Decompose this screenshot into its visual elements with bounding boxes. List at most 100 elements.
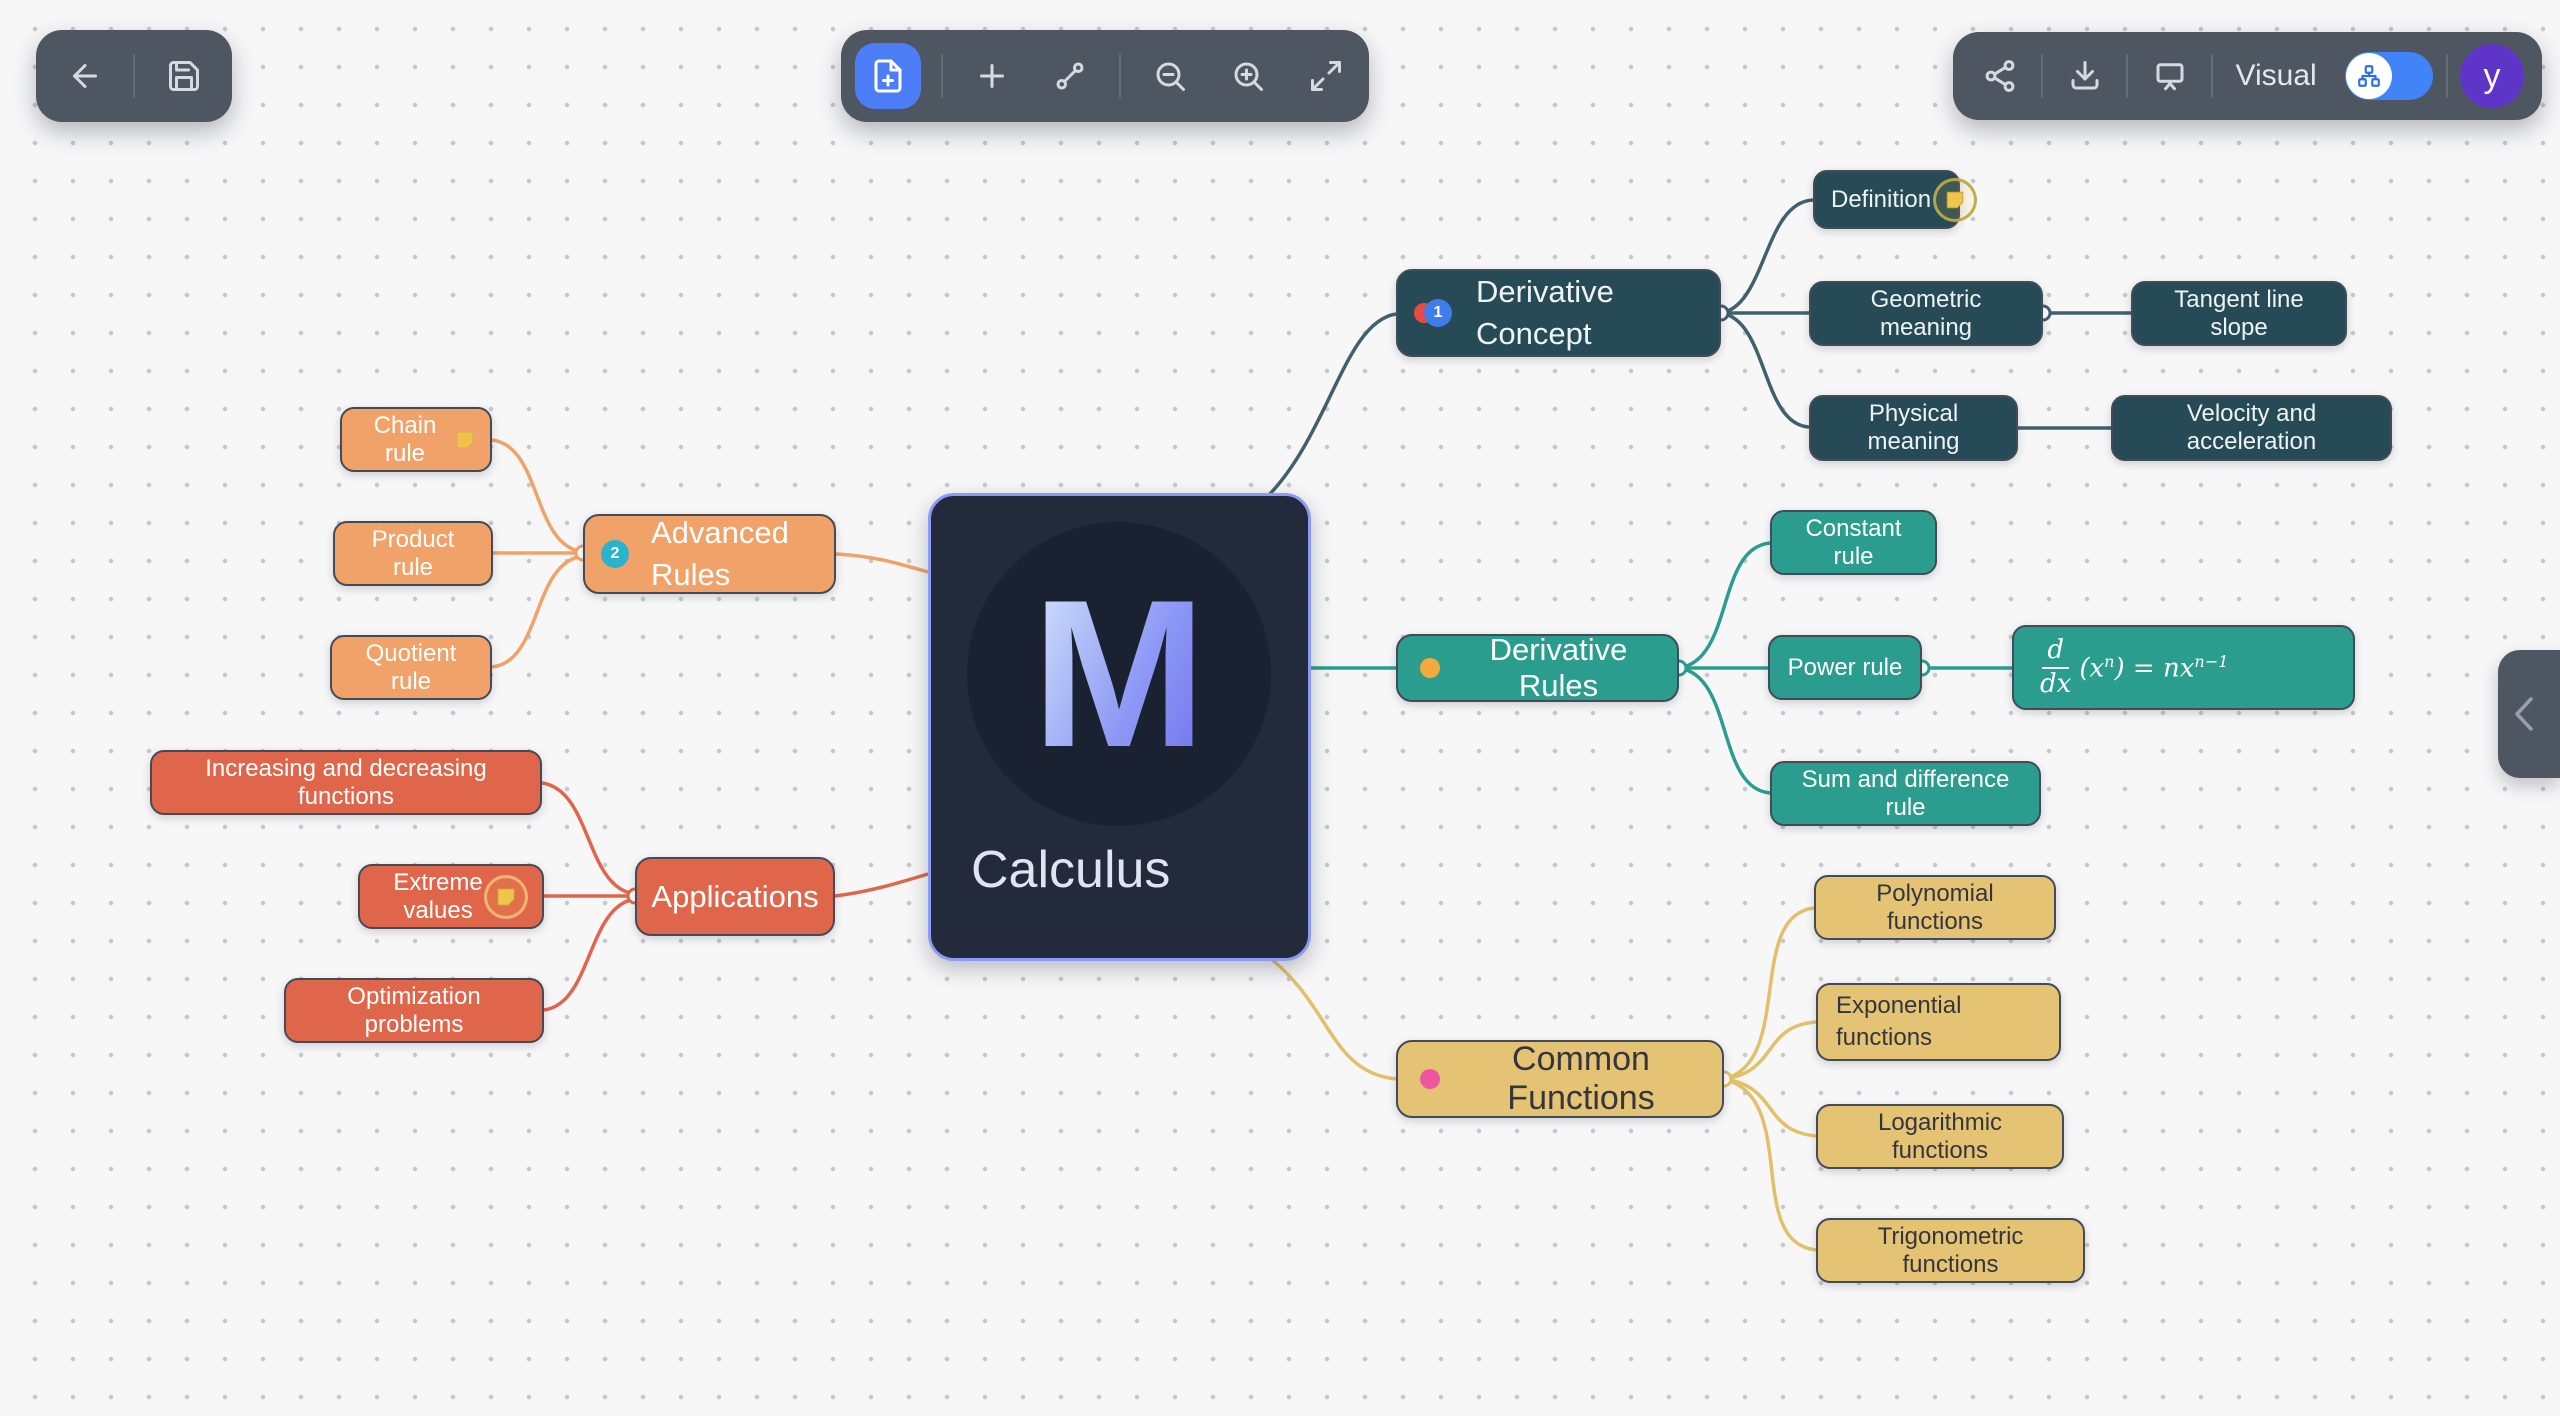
orange-dot-badge: [1420, 658, 1440, 678]
node-power-rule[interactable]: Power rule: [1768, 635, 1922, 700]
node-label: Velocity and acceleration: [2186, 400, 2317, 455]
node-label: Quotient rule: [365, 639, 457, 695]
node-velocity-acceleration[interactable]: Velocity and acceleration: [2111, 395, 2392, 461]
node-product-rule[interactable]: Product rule: [333, 521, 493, 586]
node-power-rule-formula[interactable]: d dx (xn) = nxn−1: [2012, 625, 2355, 710]
toolbar-divider: [2445, 54, 2448, 98]
node-trigonometric-functions[interactable]: Trigonometric functions: [1816, 1218, 2085, 1283]
node-applications[interactable]: Applications: [635, 857, 835, 936]
node-label: Optimization problems: [347, 982, 481, 1038]
branch-icon: [1056, 62, 1084, 90]
node-label: Power rule: [1787, 653, 1903, 681]
node-label: Derivative Concept: [1476, 274, 1614, 351]
node-optimization-problems[interactable]: Optimization problems: [284, 978, 544, 1043]
pink-dot-badge: [1420, 1069, 1440, 1089]
node-tangent-line-slope[interactable]: Tangent line slope: [2131, 281, 2347, 346]
node-label: Applications: [651, 878, 819, 914]
toolbar-center: [841, 30, 1369, 122]
note-icon: [497, 888, 515, 905]
node-label: Chain rule: [373, 411, 437, 467]
mapify-logo: M: [967, 522, 1271, 826]
node-geometric-meaning[interactable]: Geometric meaning: [1809, 281, 2043, 346]
node-label: Geometric meaning: [1870, 285, 1982, 341]
node-label: Common Functions: [1507, 1040, 1655, 1117]
toolbar-right: Visual y: [1953, 32, 2542, 120]
node-derivative-concept[interactable]: 1 Derivative Concept: [1396, 269, 1721, 357]
node-label: Definition: [1831, 185, 1932, 213]
note-icon: [456, 431, 474, 448]
chevron-left-icon: [2515, 697, 2533, 731]
node-derivative-rules[interactable]: Derivative Rules: [1396, 632, 1679, 703]
node-increasing-decreasing[interactable]: Increasing and decreasing functions: [150, 750, 542, 815]
node-label: Derivative Rules: [1489, 632, 1628, 703]
visual-toggle[interactable]: [2345, 52, 2434, 100]
toolbar-divider: [2041, 54, 2044, 98]
zoom-out-button[interactable]: [1141, 43, 1199, 109]
node-advanced-rules[interactable]: 2 Advanced Rules: [583, 514, 836, 594]
save-icon: [168, 61, 199, 91]
node-quotient-rule[interactable]: Quotient rule: [330, 635, 492, 700]
node-label: Product rule: [371, 525, 455, 581]
node-label: Logarithmic functions: [1877, 1108, 2003, 1164]
node-physical-meaning[interactable]: Physical meaning: [1809, 395, 2018, 461]
share-button[interactable]: [1971, 43, 2029, 109]
count-badge: 1: [1424, 299, 1452, 327]
download-icon: [2071, 61, 2099, 90]
note-icon: [1946, 191, 1964, 208]
download-button[interactable]: [2056, 43, 2114, 109]
central-topic-label: Calculus: [971, 841, 1171, 899]
node-logarithmic-functions[interactable]: Logarithmic functions: [1816, 1104, 2064, 1169]
node-label: Extreme values: [393, 868, 483, 924]
zoom-in-button[interactable]: [1219, 43, 1277, 109]
central-node-calculus[interactable]: M Calculus: [928, 493, 1311, 961]
new-file-icon: [874, 59, 902, 93]
node-polynomial-functions[interactable]: Polynomial functions: [1814, 875, 2056, 940]
count-badge: 2: [601, 540, 629, 568]
present-button[interactable]: [2141, 43, 2199, 109]
node-common-functions[interactable]: Common Functions: [1396, 1040, 1724, 1118]
toolbar-divider: [1119, 54, 1121, 98]
node-label: Trigonometric functions: [1877, 1222, 2024, 1278]
add-node-button[interactable]: [963, 43, 1021, 109]
node-constant-rule[interactable]: Constant rule: [1770, 510, 1937, 575]
node-extreme-values[interactable]: Extreme values: [358, 864, 544, 929]
node-chain-rule[interactable]: Chain rule: [340, 407, 492, 472]
formula-expression: (xn) = nxn−1: [2079, 651, 2229, 684]
mindmap-toggle-icon: [2358, 65, 2380, 87]
logo-letter: M: [1031, 556, 1207, 791]
toolbar-divider: [133, 54, 135, 98]
toolbar-divider: [2126, 54, 2129, 98]
node-label: Sum and difference rule: [1801, 765, 2010, 821]
node-label: Polynomial functions: [1876, 879, 1994, 935]
visual-mode-label: Visual: [2235, 59, 2317, 92]
node-exponential-functions[interactable]: Exponential functions: [1816, 983, 2061, 1061]
toolbar-left: [36, 30, 232, 122]
share-icon: [1985, 60, 2015, 92]
node-label: Physical meaning: [1867, 400, 1960, 455]
zoom-in-icon: [1234, 62, 1263, 91]
user-avatar[interactable]: y: [2459, 44, 2524, 108]
collapse-panel-handle[interactable]: [2498, 650, 2560, 778]
zoom-out-icon: [1156, 62, 1185, 91]
fullscreen-icon: [1311, 61, 1341, 91]
new-file-button[interactable]: [855, 43, 921, 109]
add-node-icon: [980, 64, 1004, 88]
node-label: Increasing and decreasing functions: [205, 754, 487, 810]
branch-button[interactable]: [1041, 43, 1099, 109]
node-label: Constant rule: [1805, 514, 1902, 570]
toggle-knob: [2346, 53, 2393, 99]
back-button[interactable]: [56, 43, 114, 109]
present-icon: [2156, 63, 2184, 91]
formula-numerator: d: [2042, 636, 2069, 669]
back-icon: [72, 64, 97, 88]
node-definition[interactable]: Definition: [1813, 170, 1978, 229]
save-button[interactable]: [155, 43, 213, 109]
formula-denominator: dx: [2040, 668, 2072, 699]
toolbar-divider: [941, 54, 943, 98]
node-label: Advanced Rules: [651, 515, 789, 592]
node-sum-difference-rule[interactable]: Sum and difference rule: [1770, 761, 2041, 826]
fullscreen-button[interactable]: [1297, 43, 1355, 109]
node-label: Tangent line slope: [2174, 285, 2304, 341]
toolbar-divider: [2211, 54, 2214, 98]
